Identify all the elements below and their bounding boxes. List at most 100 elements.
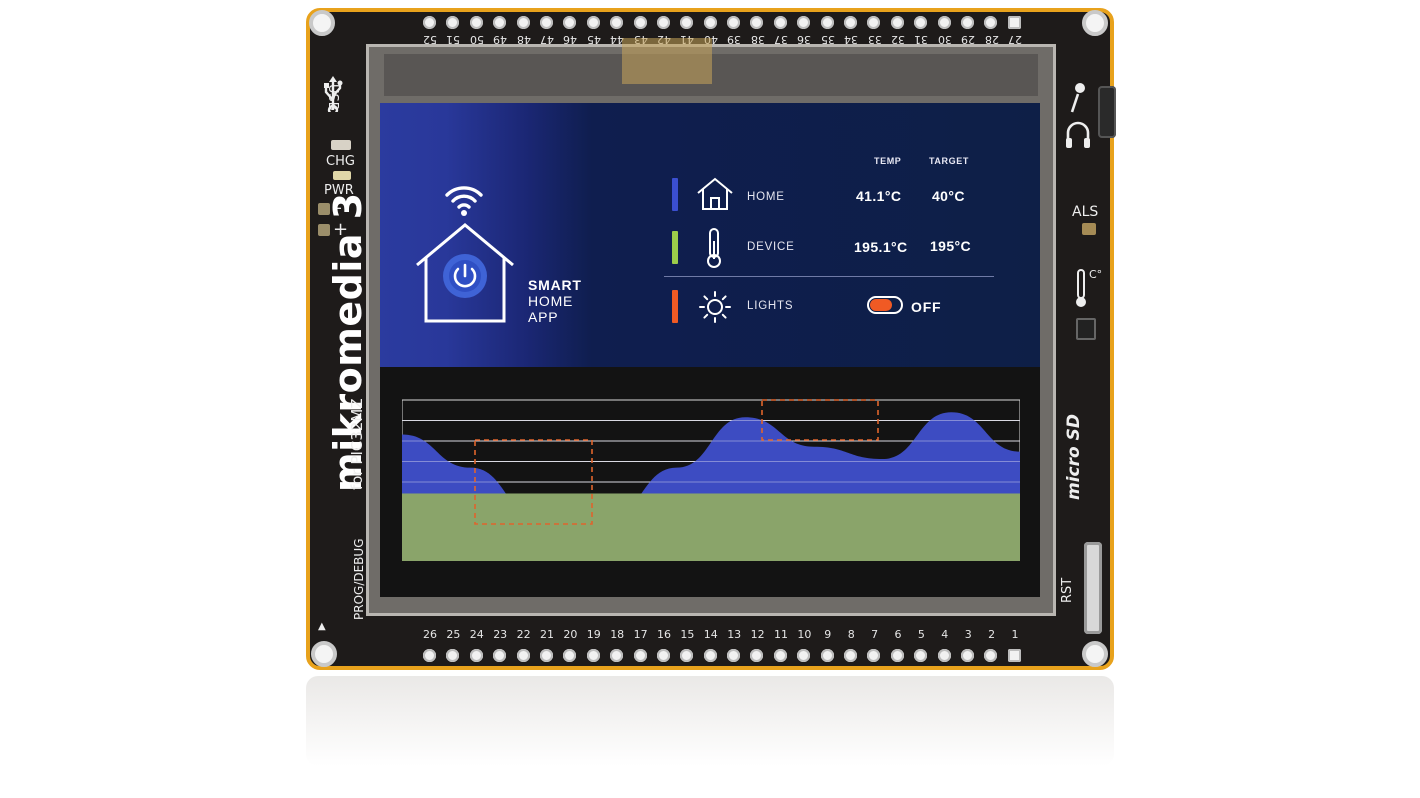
header-pin [914,16,928,29]
left-pin-column-a [318,516,331,532]
pin-number-label: 25 [446,628,461,641]
header-pin [1007,649,1021,662]
board-reflection [306,676,1114,766]
header-pin [773,649,787,662]
header-pin [423,16,436,29]
header-pin [563,649,577,662]
usb-label: USB [325,84,340,111]
touch-flex-cable [622,38,712,84]
pin-number-label: 17 [633,628,648,641]
row-separator [664,276,994,277]
led-chg-part [331,140,351,150]
pin-number-label: 16 [657,628,671,641]
touch-screen[interactable]: SMART HOME APP TEMP TARGET HOME 41.1°C 4… [380,103,1040,597]
pwr-label: PWR [324,183,354,198]
pin-number-label: 8 [847,628,855,641]
header-pin [797,649,811,662]
pin-number-label: 4 [941,628,949,641]
header-pin [610,16,624,29]
device-row-color-bar [672,231,678,264]
micro-sd-label: micro SD [1064,414,1084,500]
pin-number-label: 9 [824,628,832,641]
header-pin [586,649,600,662]
wifi-icon [445,186,483,216]
reset-button[interactable] [1084,542,1102,634]
svg-text:C°: C° [1089,268,1102,281]
left-pin-column-b [339,516,352,532]
device-target-value[interactable]: 195°C [930,238,972,254]
header-pin [960,16,974,29]
chart-band-area [402,493,1020,561]
app-title-line-3: APP [528,309,559,325]
header-pin [727,16,741,29]
header-pin [844,16,858,29]
pin-number-label: 1 [1011,628,1019,641]
house-icon [697,177,733,210]
header-pin [469,16,483,29]
header-pin [914,649,928,662]
pin-number-label: 2 [988,628,996,641]
header-pin [960,649,974,662]
prog-debug-label: PROG/DEBUG [352,538,366,621]
header-pin [516,649,530,662]
app-title-line-2: HOME [528,293,574,309]
chart-highlight-box [761,399,879,441]
pin-number-label: 15 [680,628,695,641]
als-label: ALS [1072,204,1099,220]
header-pin [937,16,951,29]
app-title: SMART HOME APP [528,277,582,325]
pin-number-label: 10 [797,628,812,641]
usb-icon [324,76,343,112]
pin-number-label: 3 [964,628,972,641]
header-pin [820,16,834,29]
microphone-icon [1070,83,1085,113]
header-pin [539,16,553,29]
header-pin [493,649,507,662]
led-pwr-part [333,171,351,180]
pin-number-label: 7 [871,628,879,641]
device-row-label: DEVICE [747,241,795,253]
area-chart [402,399,1020,561]
chg-label: CHG [326,154,355,169]
headphone-icon [1066,121,1090,148]
bottom-header-row-2 [423,649,1031,665]
plus-label: + [333,219,349,240]
header-pin [563,16,577,29]
lights-row-label: LIGHTS [747,300,794,312]
lights-toggle-fill [870,299,892,311]
rst-label: RST [1060,577,1075,603]
header-pin [469,649,483,662]
header-pin [610,649,624,662]
pin-number-label: 5 [917,628,925,641]
header-pin [446,16,460,29]
lights-toggle[interactable] [867,296,903,314]
header-pin [750,16,764,29]
als-sensor [1082,223,1096,235]
header-pin [727,649,741,662]
header-pin [984,649,998,662]
lights-row-color-bar [672,290,678,323]
mounting-hole-bottom-left [311,641,337,667]
home-row-label: HOME [747,191,785,203]
pin-number-label: 11 [774,628,788,641]
pin-number-label: 21 [540,628,554,641]
pin-one-marker: ▲ [318,621,326,632]
header-pin [680,16,694,29]
pin-number-label: 22 [516,628,531,641]
mounting-hole-top-left [309,10,335,36]
target-column-header: TARGET [929,156,969,166]
thermometer-icon [707,228,721,268]
temperature-sensor-icon: C° [1076,268,1102,307]
header-pin [656,16,670,29]
header-pin [773,16,787,29]
sun-icon [699,291,731,323]
power-icon[interactable] [443,254,487,298]
home-temp-value: 41.1°C [856,188,902,204]
header-pin [703,16,717,29]
temp-column-header: TEMP [874,156,902,166]
mounting-hole-top-right [1082,10,1108,36]
pin-number-label: 12 [750,628,765,641]
pin-number-label: 20 [563,628,578,641]
header-pin [656,649,670,662]
home-target-value[interactable]: 40°C [932,188,965,204]
